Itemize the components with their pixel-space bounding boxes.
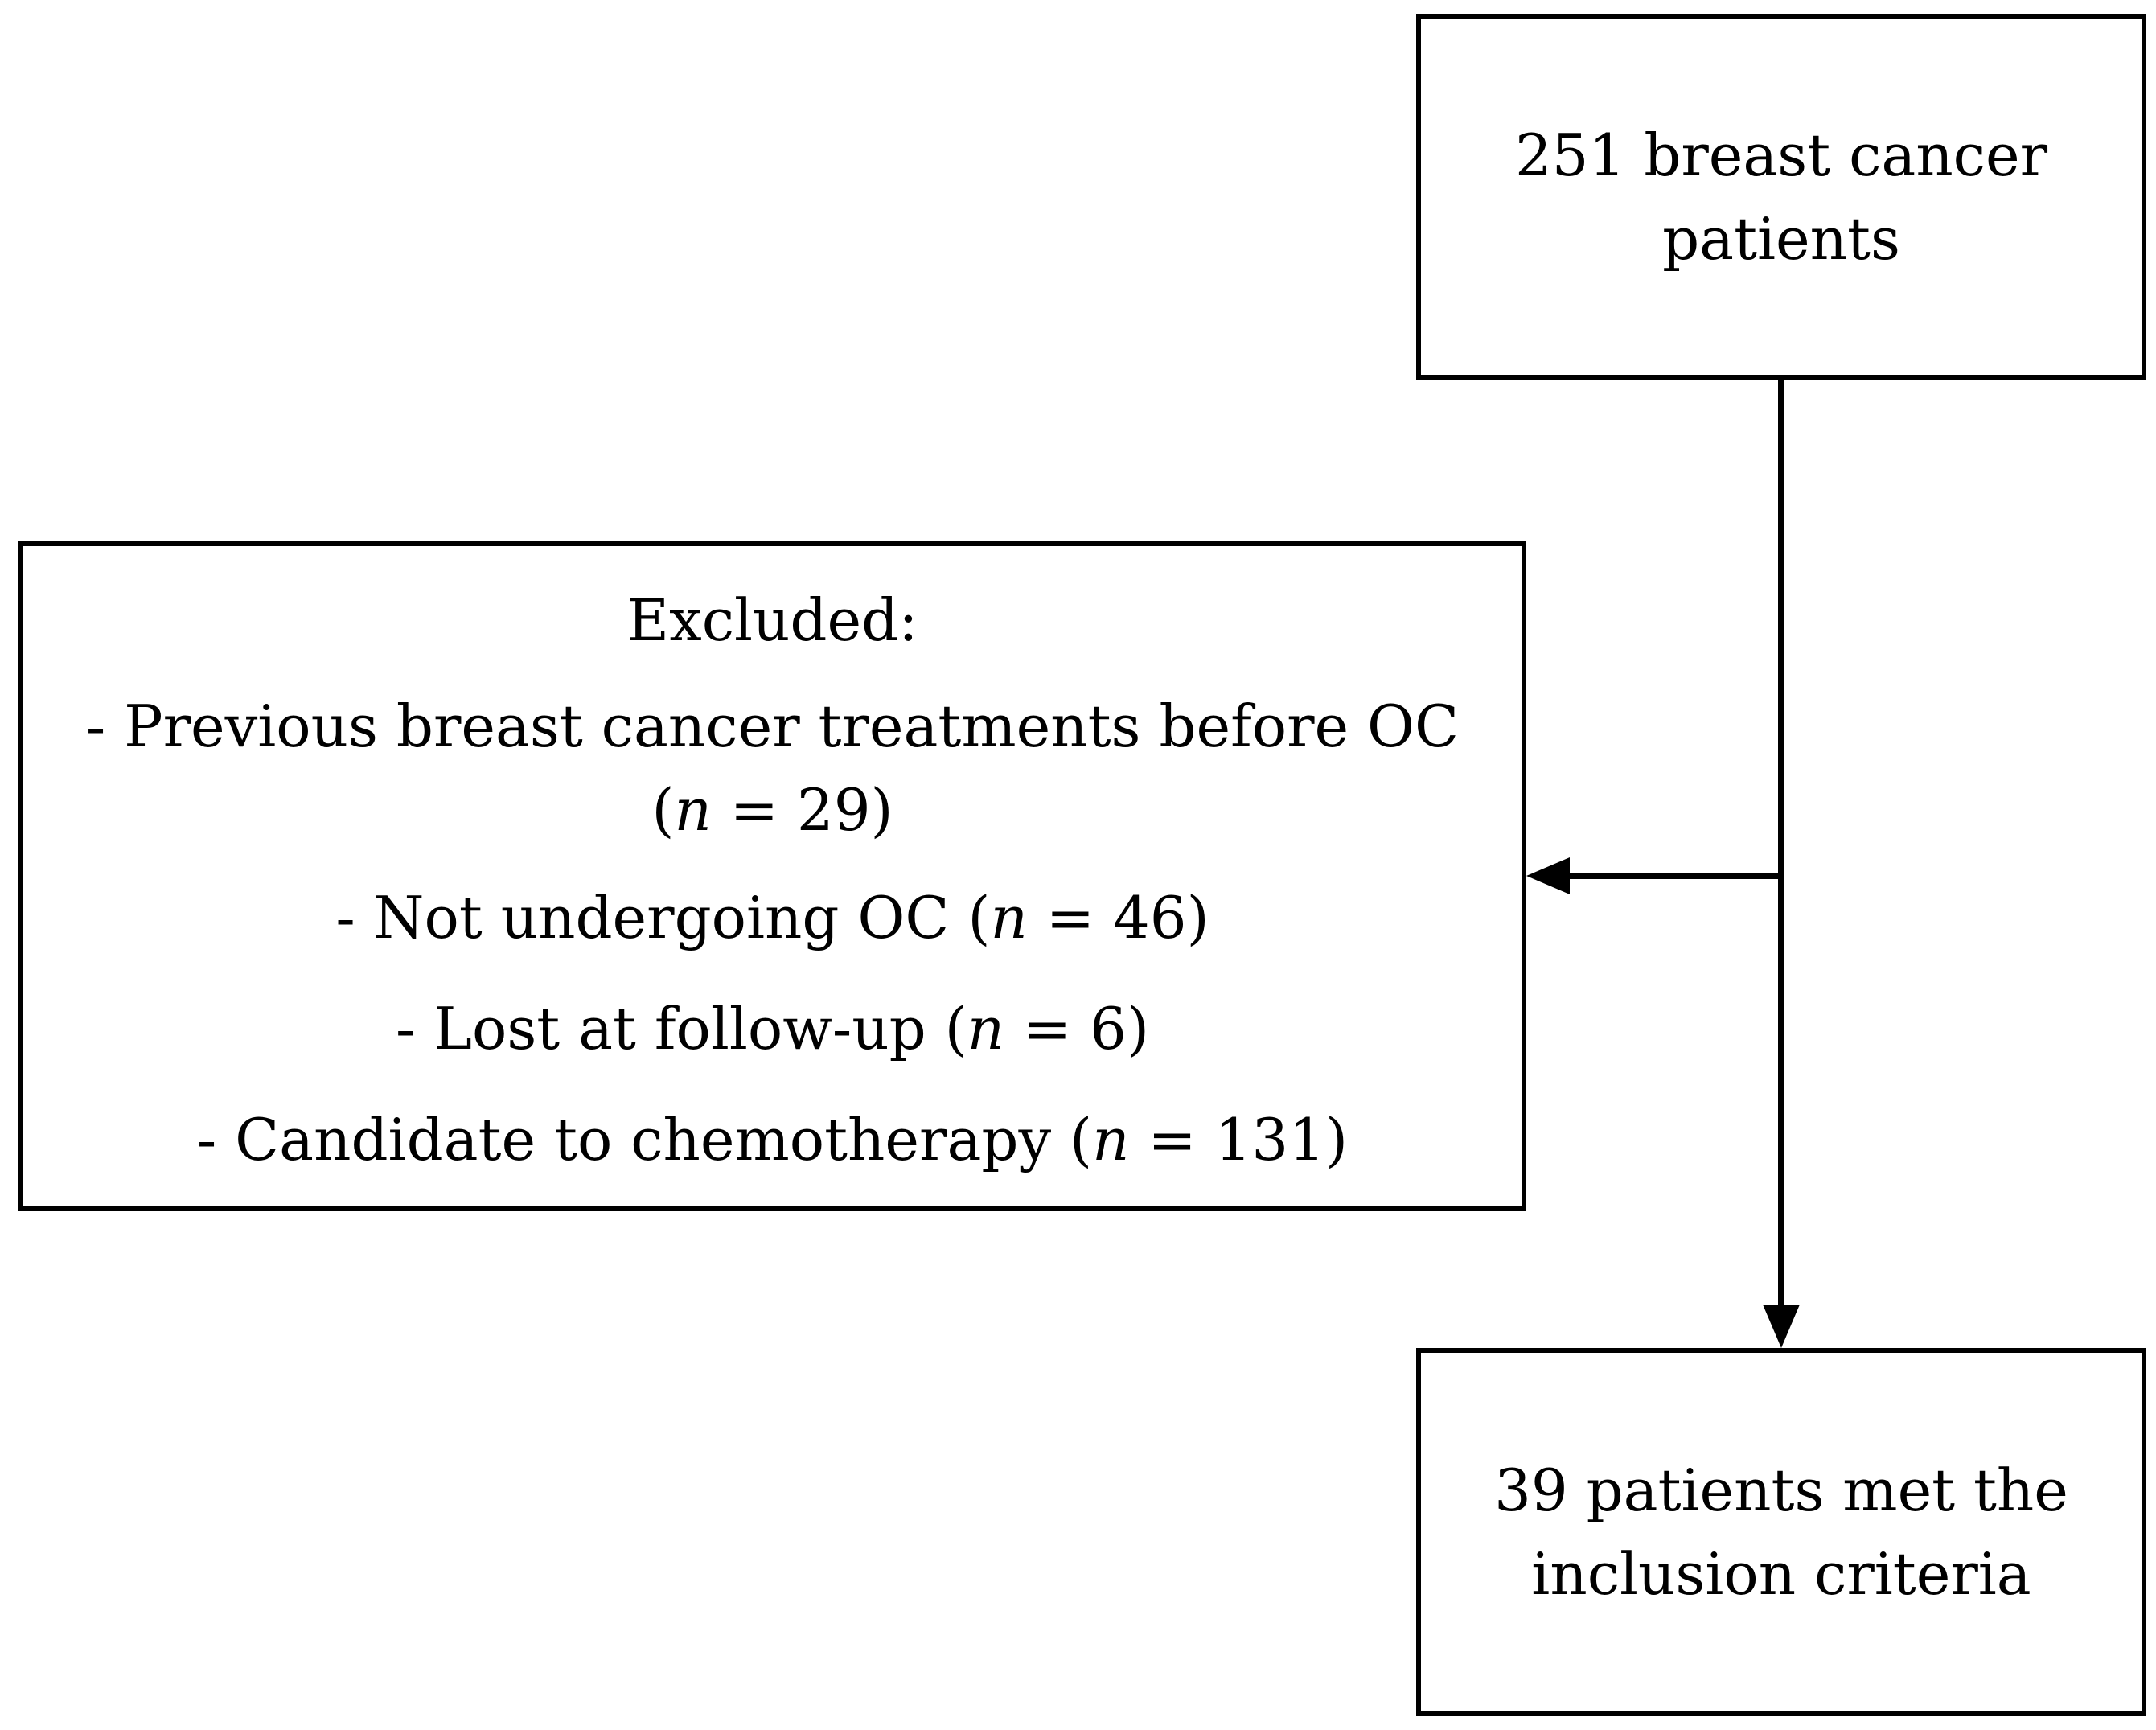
start-box-line2: patients [1662,205,1900,273]
excluded-item-lost-follow-up: - Lost at follow-up (n = 6) [395,995,1150,1062]
excluded-box: Excluded: - Previous breast cancer treat… [18,541,1526,1211]
start-box: 251 breast cancer patients [1416,14,2146,380]
excluded-item-previous-treatments-text: - Previous breast cancer treatments befo… [85,692,1460,760]
excluded-item-not-undergoing-oc: - Not undergoing OC (n = 46) [335,884,1209,951]
excluded-item-previous-treatments-count: (n = 29) [651,776,893,844]
included-box-line2: inclusion criteria [1531,1539,2031,1608]
excluded-title: Excluded: [626,586,918,654]
start-box-line1: 251 breast cancer [1514,121,2048,189]
excluded-item-previous-treatments: - Previous breast cancer treatments befo… [86,684,1459,852]
included-box-line1: 39 patients met the [1494,1456,2068,1524]
excluded-item-chemotherapy-candidate: - Candidate to chemotherapy (n = 131) [196,1106,1349,1173]
included-box: 39 patients met the inclusion criteria [1416,1348,2146,1716]
down-arrowhead [1763,1305,1800,1348]
left-arrowhead [1526,857,1570,894]
